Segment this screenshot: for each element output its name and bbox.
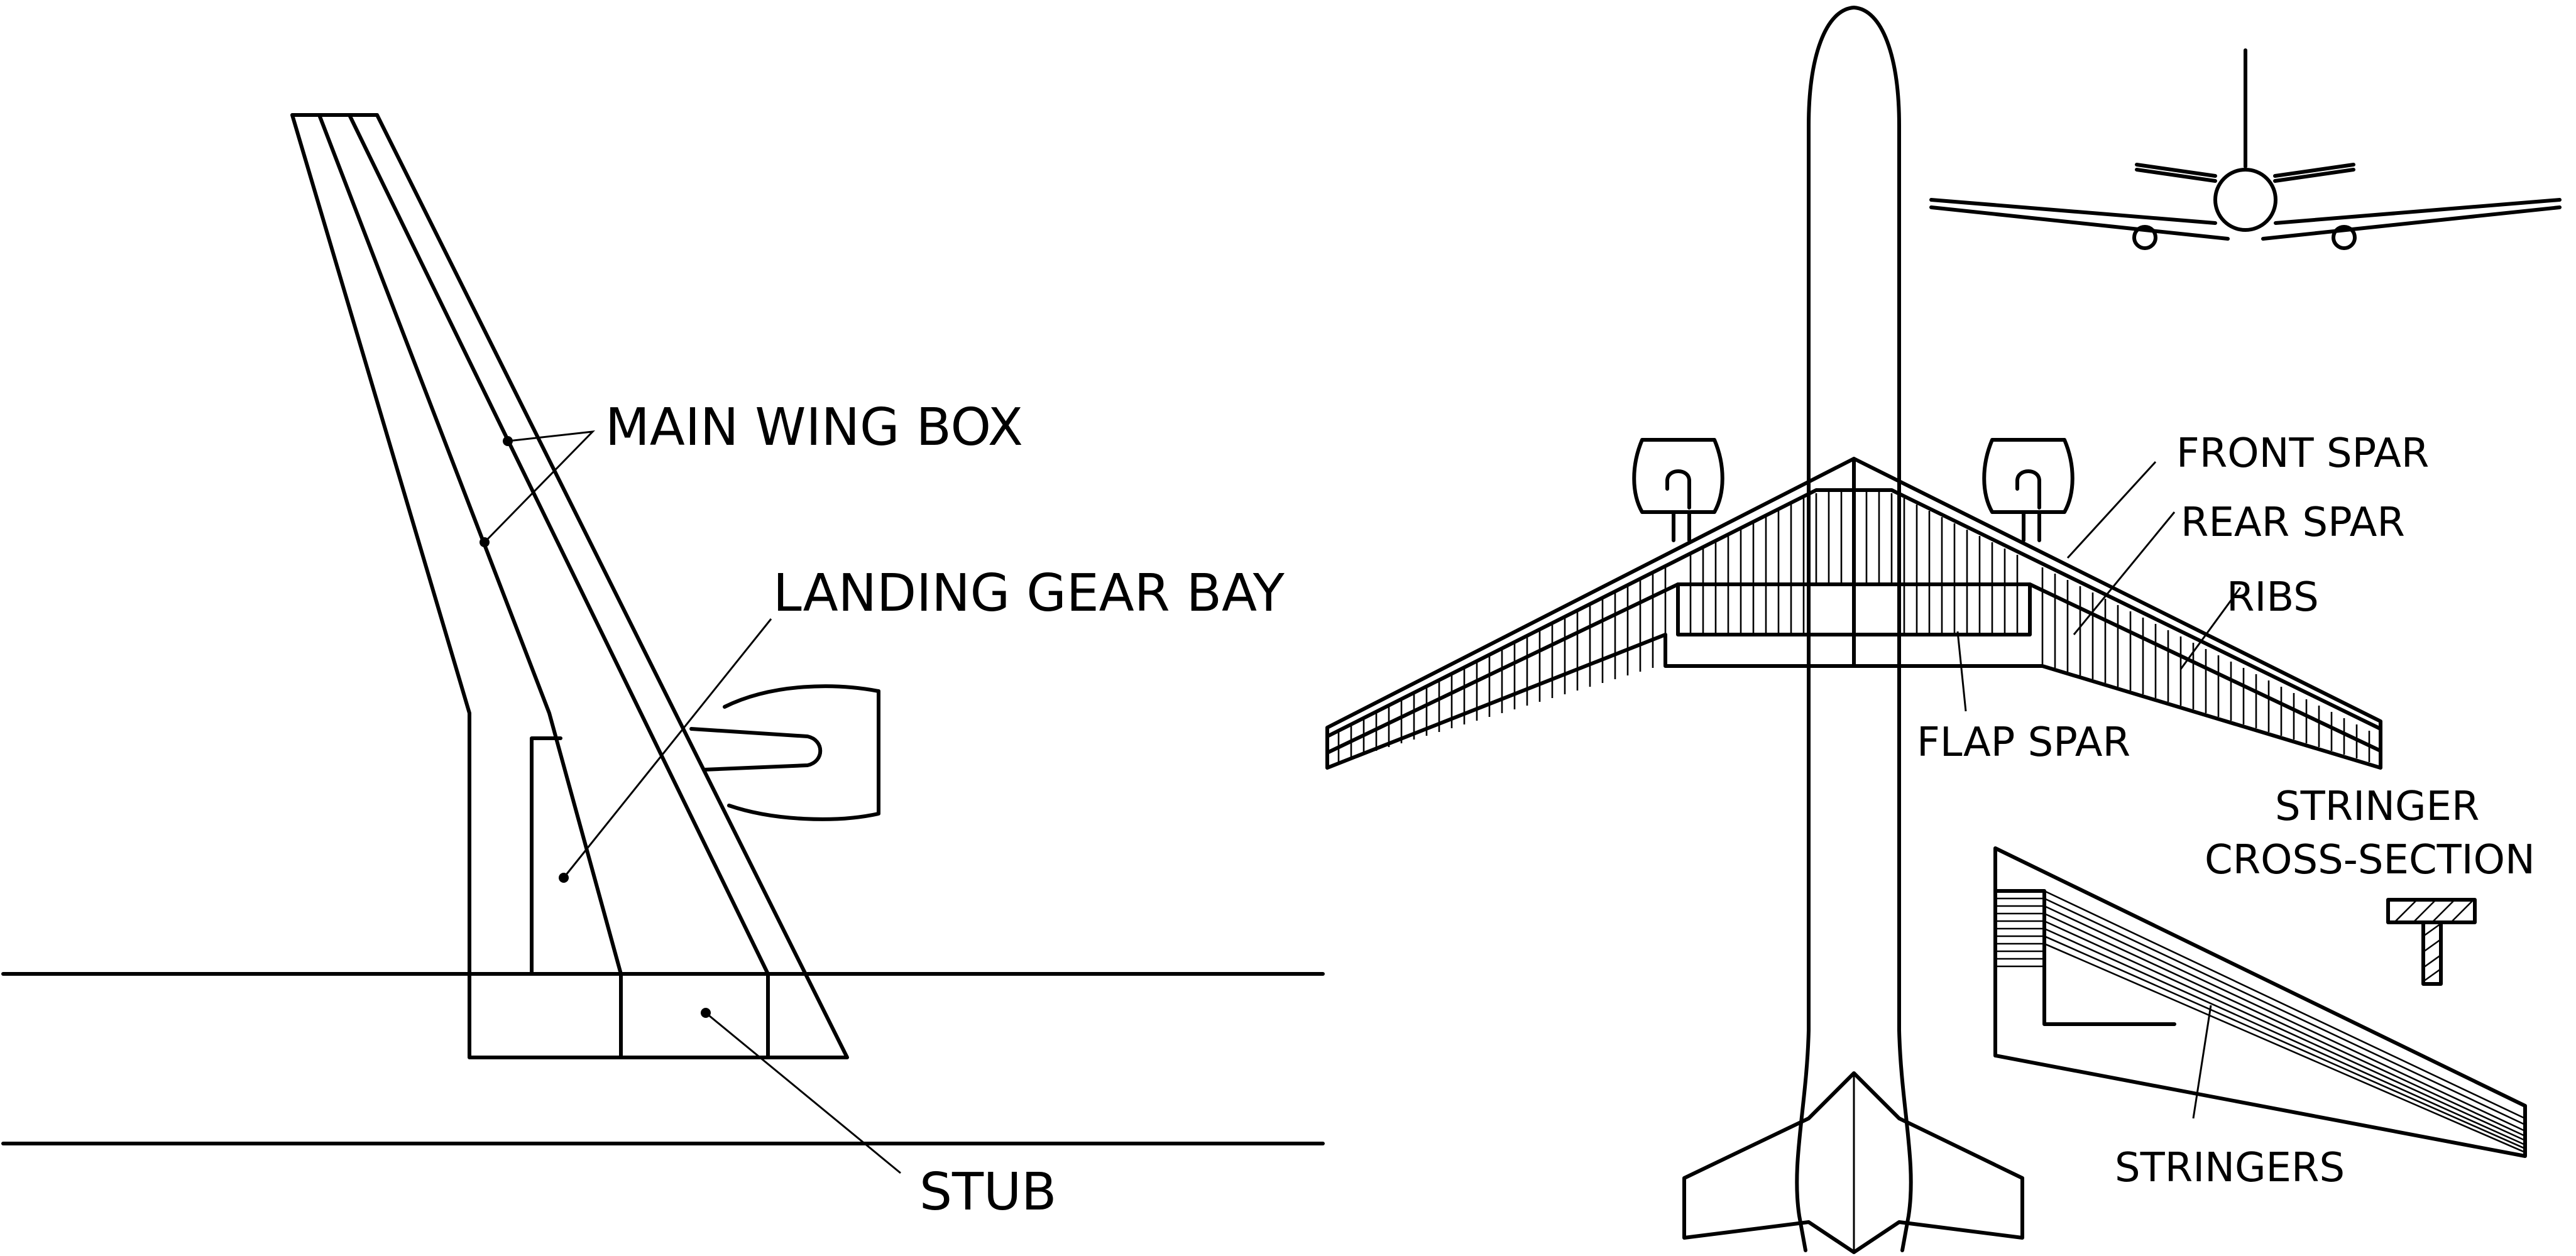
flap-region-right	[1897, 582, 2032, 636]
engine-right	[1982, 438, 2075, 542]
stringer-label-line1: STRINGER	[2275, 784, 2479, 830]
rear-spar-label: REAR SPAR	[2181, 500, 2405, 546]
stringers-label: STRINGERS	[2115, 1145, 2345, 1191]
horizontal-tail	[1682, 1071, 2024, 1254]
aircraft-planform: FRONT SPAR REAR SPAR RIBS FLAP SPAR STRI…	[1325, 6, 2562, 1254]
landing-gear-bay-label: LANDING GEAR BAY	[773, 564, 1285, 623]
flap-spar-label: FLAP SPAR	[1917, 719, 2130, 766]
stringer-label-line2: CROSS-SECTION	[2205, 837, 2535, 883]
right-leader-lines	[1956, 461, 2242, 1119]
main-wing-box-label: MAIN WING BOX	[605, 398, 1023, 457]
engine-left	[1632, 438, 1724, 542]
ribs-label: RIBS	[2227, 574, 2319, 621]
ribs-left	[1337, 491, 1843, 762]
fuselage	[1795, 6, 1913, 1252]
landing-gear-bay-outline	[530, 736, 562, 976]
stringer-cross-section-t	[2386, 898, 2477, 986]
flap-region-left	[1676, 582, 1811, 636]
stringer-panel	[1993, 846, 2527, 1158]
left-leader-lines	[480, 430, 901, 1174]
wing-box-rear-spar	[348, 113, 770, 976]
front-spar-label: FRONT SPAR	[2176, 430, 2429, 477]
ribs-right	[1865, 491, 2370, 762]
wing-box-front-spar	[317, 113, 623, 976]
engine-nacelle	[689, 684, 880, 821]
aircraft-front-view	[1929, 48, 2562, 250]
stub-label: STUB	[919, 1162, 1056, 1222]
left-wing-schematic: MAIN WING BOX LANDING GEAR BAY STUB	[1, 113, 1325, 1222]
wing-outline	[290, 113, 849, 1059]
